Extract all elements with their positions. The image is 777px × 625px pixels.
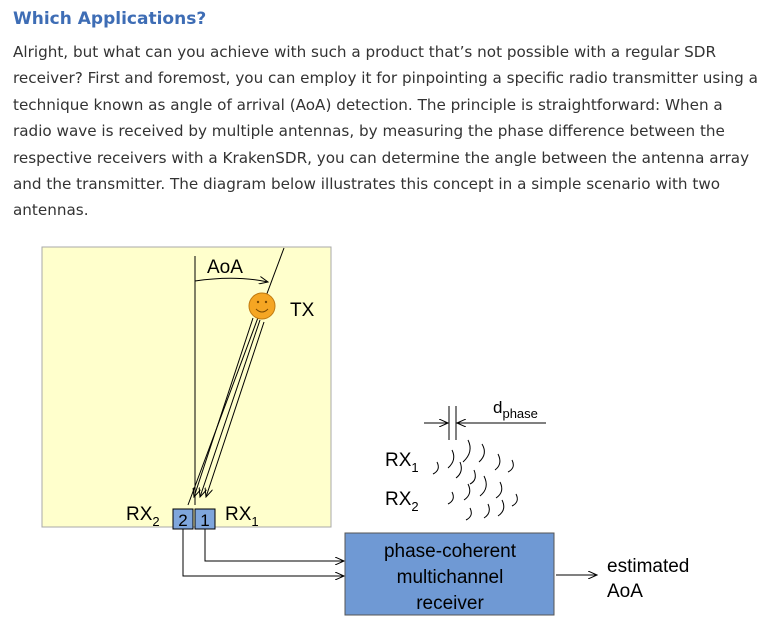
transmitter-icon [248, 292, 276, 320]
rx1-label: RX1 [225, 504, 259, 529]
signal-rays [194, 317, 265, 497]
output-line-1: estimated [607, 556, 689, 577]
aoa-arc [194, 278, 268, 282]
rx2-label: RX2 [126, 504, 160, 529]
phase-marker [424, 406, 546, 440]
section-heading: Which Applications? [13, 9, 207, 29]
receiver-line-3: receiver [416, 593, 484, 614]
receiver-line-1: phase-coherent [384, 541, 517, 562]
antenna-2-number: 2 [178, 511, 187, 530]
output-line-2: AoA [607, 581, 643, 602]
article-paragraph: Alright, but what can you achieve with s… [13, 43, 758, 220]
field-panel [41, 246, 332, 528]
receiver-line-2: multichannel [397, 567, 504, 588]
feed-lines [182, 529, 344, 576]
antenna-1-number: 1 [200, 511, 209, 530]
wave-rx2-label: RX2 [385, 489, 419, 514]
bearing-line [187, 247, 285, 506]
aoa-label: AoA [207, 257, 243, 278]
tx-label: TX [290, 300, 315, 321]
wave-rx1-label: RX1 [385, 450, 419, 475]
d-phase-label: dphase [493, 398, 538, 421]
receiver-box [344, 532, 555, 616]
wave-fronts [432, 439, 518, 521]
